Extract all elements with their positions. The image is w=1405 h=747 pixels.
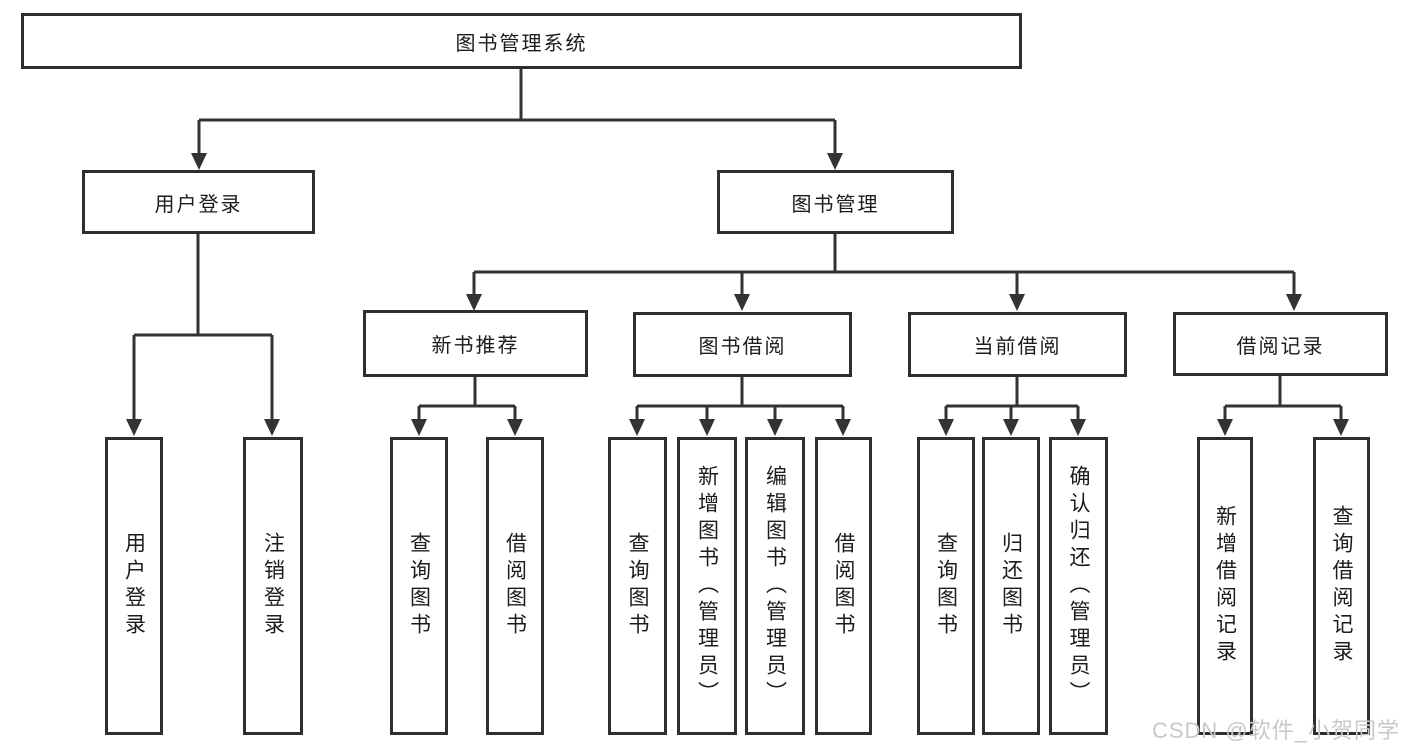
node-borrow-records: 借阅记录 xyxy=(1173,312,1388,376)
leaf-bb-borrow-books: 借阅图书 xyxy=(815,437,872,735)
leaf-cb-confirm-return-admin: 确认归还（管理员） xyxy=(1049,437,1108,735)
csdn-watermark: CSDN @软件_小贺同学 xyxy=(1151,718,1400,743)
leaf-cb-query-books: 查询图书 xyxy=(917,437,975,735)
leaf-rec-add-borrow-record: 新增借阅记录 xyxy=(1197,437,1253,735)
leaf-bb-edit-books-admin: 编辑图书（管理员） xyxy=(745,437,805,735)
leaf-cb-return-books: 归还图书 xyxy=(982,437,1040,735)
leaf-rec-query-borrow-record: 查询借阅记录 xyxy=(1313,437,1370,735)
leaf-bb-add-books-admin: 新增图书（管理员） xyxy=(677,437,737,735)
leaf-bb-query-books: 查询图书 xyxy=(608,437,667,735)
leaf-nb-query-books: 查询图书 xyxy=(390,437,448,735)
node-book-borrow: 图书借阅 xyxy=(633,312,852,377)
node-user-login: 用户登录 xyxy=(82,170,315,234)
node-book-management: 图书管理 xyxy=(717,170,954,234)
node-new-book-recommend: 新书推荐 xyxy=(363,310,588,377)
node-system-root: 图书管理系统 xyxy=(21,13,1022,69)
leaf-user-login: 用户登录 xyxy=(105,437,163,735)
node-current-borrow: 当前借阅 xyxy=(908,312,1127,377)
leaf-nb-borrow-books: 借阅图书 xyxy=(486,437,544,735)
leaf-logout-login: 注销登录 xyxy=(243,437,303,735)
